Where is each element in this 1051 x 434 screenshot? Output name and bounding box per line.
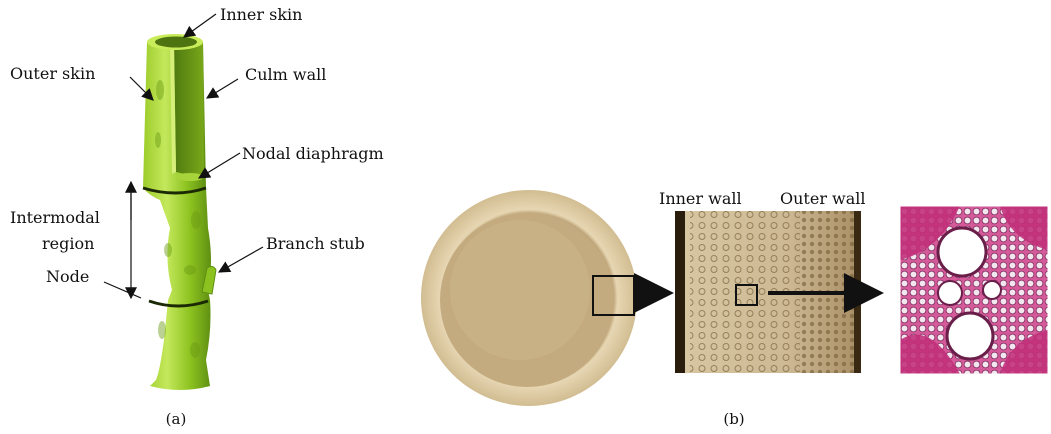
culm-top-hole — [155, 37, 197, 48]
leader-node — [104, 282, 141, 298]
panel-b: Inner wall Outer wall (b) — [421, 189, 1048, 428]
label-nodal-diaphragm: Nodal diaphragm — [242, 144, 384, 163]
label-intermodal-line2: region — [42, 234, 94, 253]
culm-cross-section-shadow — [450, 220, 590, 360]
label-intermodal-line1: Intermodal — [10, 208, 100, 227]
vascular-bundle-micrograph — [900, 206, 1048, 374]
leader-culm-wall — [207, 79, 238, 98]
caption-b: (b) — [723, 410, 744, 428]
wall-section-inner-edge — [675, 211, 685, 373]
label-culm-wall: Culm wall — [245, 65, 326, 84]
panel-a: Inner skin Outer skin Culm wall Nodal di… — [10, 5, 384, 428]
label-outer-skin: Outer skin — [10, 64, 95, 83]
caption-a: (a) — [166, 410, 187, 428]
leader-branch-stub — [219, 247, 263, 272]
label-node: Node — [46, 267, 89, 286]
culm-cut-face — [174, 42, 204, 178]
leader-inner-skin — [184, 14, 216, 37]
label-branch-stub: Branch stub — [266, 234, 365, 253]
label-outer-wall: Outer wall — [780, 189, 866, 208]
label-inner-skin: Inner skin — [220, 5, 302, 24]
label-inner-wall: Inner wall — [659, 189, 742, 208]
